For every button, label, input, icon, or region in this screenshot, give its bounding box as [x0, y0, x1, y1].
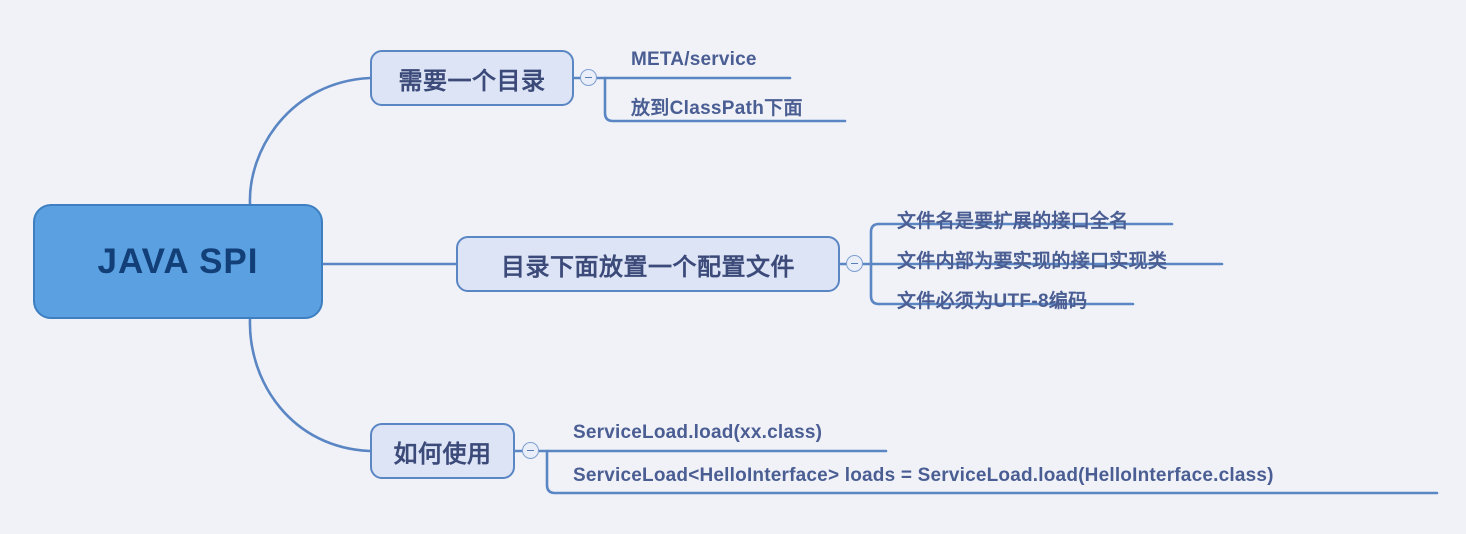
branch-node-2[interactable]: 目录下面放置一个配置文件 [456, 236, 840, 292]
minus-bar [851, 262, 858, 265]
connector-branch-2-bracket [861, 222, 881, 306]
collapse-minus-icon-branch-2[interactable] [846, 255, 863, 272]
leaf-label-2-1[interactable]: 文件内部为要实现的接口实现类 [897, 251, 1168, 272]
branch-node-1-label: 需要一个目录 [398, 67, 546, 95]
branch-node-3-label: 如何使用 [393, 440, 492, 468]
leaf-label-1-0[interactable]: META/service [631, 49, 757, 70]
branch-node-2-label: 目录下面放置一个配置文件 [501, 253, 795, 281]
leaf-label-2-0[interactable]: 文件名是要扩展的接口全名 [897, 211, 1129, 232]
connector-root-to-branch-3 [248, 317, 372, 453]
minus-bar [585, 76, 592, 79]
leaf-label-2-2[interactable]: 文件必须为UTF-8编码 [897, 291, 1088, 312]
branch-node-3[interactable]: 如何使用 [370, 423, 515, 479]
root-node[interactable]: JAVA SPI [33, 204, 323, 319]
collapse-minus-icon-branch-3[interactable] [522, 442, 539, 459]
leaf-label-3-1[interactable]: ServiceLoad<HelloInterface> loads = Serv… [573, 465, 1274, 486]
minus-bar [527, 449, 534, 452]
collapse-minus-icon-branch-1[interactable] [580, 69, 597, 86]
leaf-label-1-1[interactable]: 放到ClassPath下面 [631, 98, 803, 119]
branch-node-1[interactable]: 需要一个目录 [370, 50, 574, 106]
root-node-label: JAVA SPI [97, 241, 259, 281]
connector-root-to-branch-1 [248, 76, 372, 206]
leaf-label-3-0[interactable]: ServiceLoad.load(xx.class) [573, 422, 823, 443]
